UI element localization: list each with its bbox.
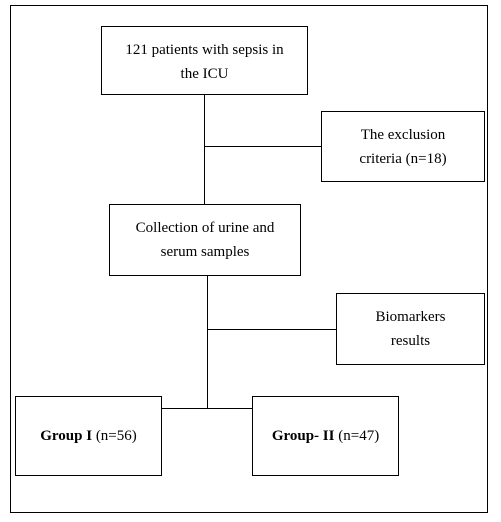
edge-collection-to-groups (162, 408, 252, 409)
collection-node-line1: Collection of urine and (135, 220, 275, 236)
biomarkers-node-line1: Biomarkers (375, 309, 446, 325)
biomarkers-node-line2: results (390, 333, 431, 349)
patients-node-line2: the ICU (180, 65, 229, 82)
patients-node: 121 patients with sepsis in the ICU (101, 26, 308, 95)
group1-count: (n=56) (92, 428, 137, 444)
group2-node: Group- II (n=47) (252, 396, 399, 476)
exclusion-node: The exclusion criteria (n=18) (321, 111, 485, 182)
diagram-frame (10, 5, 488, 513)
exclusion-node-line2: criteria (n=18) (359, 150, 447, 167)
group2-label: Group- II (271, 428, 335, 444)
patients-node-line1: 121 patients with sepsis in (125, 41, 284, 58)
edge-collection-to-biomarkers (207, 329, 336, 330)
edge-patients-to-exclusion (204, 146, 321, 147)
group1-node: Group I (n=56) (15, 396, 162, 476)
collection-node-line2: serum samples (160, 244, 250, 260)
exclusion-node-line1: The exclusion (360, 126, 446, 143)
collection-node: Collection of urine and serum samples (109, 204, 301, 276)
edge-collection-trunk (207, 276, 208, 409)
group2-count: (n=47) (334, 428, 380, 444)
group1-label: Group I (40, 428, 93, 444)
biomarkers-node: Biomarkers results (336, 293, 485, 365)
edge-patients-to-collection (204, 95, 205, 204)
